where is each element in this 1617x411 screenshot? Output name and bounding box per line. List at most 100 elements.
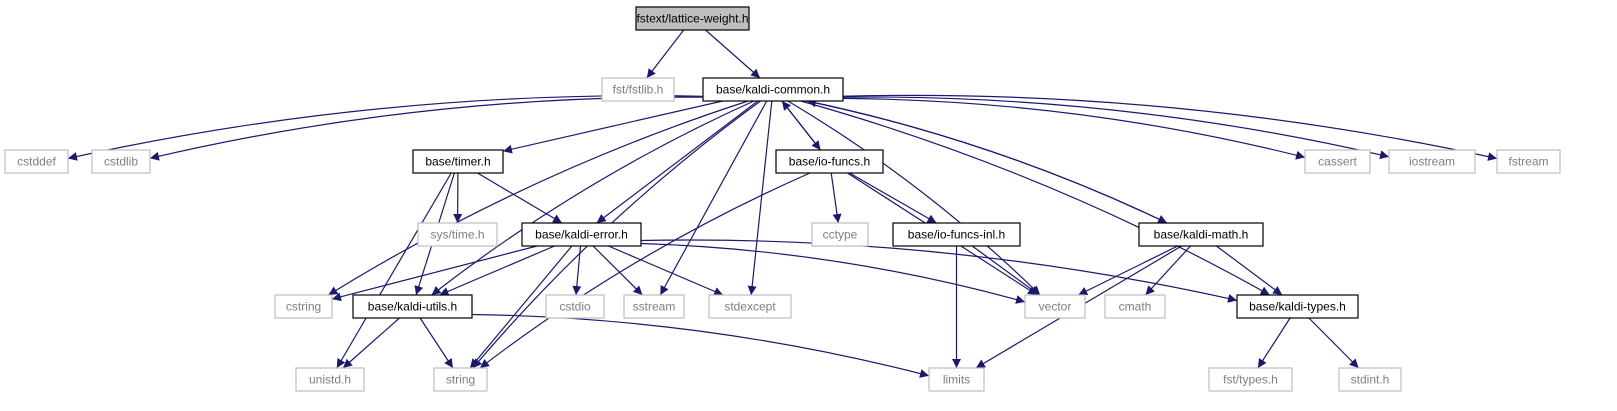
- node-cstddef: cstddef: [4, 149, 69, 174]
- edge-types-to-fsttypes: [1257, 317, 1291, 369]
- node-box: [1024, 294, 1086, 319]
- node-box: [433, 367, 488, 392]
- node-root: fstext/lattice-weight.h: [635, 6, 750, 31]
- node-label: cstring: [286, 300, 321, 314]
- node-label: cstdlib: [104, 155, 138, 169]
- node-label: cmath: [1119, 300, 1152, 314]
- node-box: [91, 149, 151, 174]
- node-box: [1304, 149, 1371, 174]
- edge-error-to-string: [469, 245, 573, 369]
- node-label: cstdio: [559, 300, 591, 314]
- node-label: base/kaldi-types.h: [1249, 300, 1346, 314]
- edge-common-to-cassert: [842, 97, 1306, 160]
- node-label: base/timer.h: [425, 155, 490, 169]
- node-label: string: [446, 373, 475, 387]
- node-stdexcept: stdexcept: [708, 294, 792, 319]
- edge-common-to-timer: [502, 100, 723, 154]
- edge-common-to-utils: [431, 100, 755, 296]
- node-label: stdint.h: [1351, 373, 1390, 387]
- node-box: [295, 367, 365, 392]
- node-box: [412, 149, 504, 174]
- node-fsttypes: fst/types.h: [1208, 367, 1293, 392]
- node-box: [702, 77, 844, 102]
- edge-iofuncs-to-string: [479, 172, 811, 369]
- node-label: fstext/lattice-weight.h: [636, 12, 748, 26]
- node-cstdio: cstdio: [545, 294, 605, 319]
- node-types[interactable]: base/kaldi-types.h: [1236, 294, 1359, 319]
- node-timer[interactable]: base/timer.h: [412, 149, 504, 174]
- node-label: limits: [943, 373, 970, 387]
- node-layer: fstext/lattice-weight.h fst/fstlib.h base/…: [4, 6, 1561, 392]
- node-math[interactable]: base/kaldi-math.h: [1138, 222, 1264, 247]
- node-utils[interactable]: base/kaldi-utils.h: [352, 294, 473, 319]
- node-box: [1236, 294, 1359, 319]
- edge-common-to-sstream: [659, 100, 768, 296]
- node-cstdlib: cstdlib: [91, 149, 151, 174]
- edge-iofuncs-to-common: [781, 100, 821, 151]
- node-box: [1104, 294, 1166, 319]
- node-stdint: stdint.h: [1338, 367, 1402, 392]
- node-box: [352, 294, 473, 319]
- node-box: [417, 222, 498, 247]
- node-label: base/kaldi-common.h: [716, 83, 830, 97]
- node-box: [811, 222, 869, 247]
- edge-math-to-types: [1216, 245, 1283, 296]
- node-common[interactable]: base/kaldi-common.h: [702, 77, 844, 102]
- node-box: [892, 222, 1021, 247]
- node-box: [1208, 367, 1293, 392]
- node-box: [601, 77, 675, 102]
- node-box: [1138, 222, 1264, 247]
- node-label: base/io-funcs-inl.h: [908, 228, 1005, 242]
- node-iofuncsinl[interactable]: base/io-funcs-inl.h: [892, 222, 1021, 247]
- edge-error-to-types: [640, 239, 1238, 303]
- edge-error-to-cstring: [331, 245, 538, 302]
- node-error[interactable]: base/kaldi-error.h: [521, 222, 642, 247]
- node-iofuncs[interactable]: base/io-funcs.h: [775, 149, 884, 174]
- edge-types-to-stdint: [1308, 317, 1360, 369]
- node-iostream: iostream: [1388, 149, 1476, 174]
- edge-timer-to-unistd: [336, 172, 452, 369]
- node-box: [708, 294, 792, 319]
- edge-utils-to-string: [419, 317, 454, 369]
- edge-math-to-cmath: [1145, 245, 1191, 296]
- node-label: cstddef: [17, 155, 56, 169]
- node-label: base/io-funcs.h: [789, 155, 870, 169]
- node-label: sstream: [633, 300, 676, 314]
- node-vector: vector: [1024, 294, 1086, 319]
- node-label: base/kaldi-utils.h: [368, 300, 457, 314]
- edge-utils-to-limits: [471, 313, 930, 378]
- node-label: fst/fstlib.h: [613, 83, 664, 97]
- edge-error-to-utils: [439, 245, 555, 296]
- node-systime: sys/time.h: [417, 222, 498, 247]
- node-label: cassert: [1318, 155, 1357, 169]
- node-label: stdexcept: [724, 300, 776, 314]
- node-cmath: cmath: [1104, 294, 1166, 319]
- node-box: [1338, 367, 1402, 392]
- node-box: [1388, 149, 1476, 174]
- node-label: fst/types.h: [1223, 373, 1278, 387]
- node-box: [1496, 149, 1561, 174]
- node-cassert: cassert: [1304, 149, 1371, 174]
- edge-common-to-vector: [787, 100, 1041, 296]
- node-sstream: sstream: [623, 294, 685, 319]
- node-box: [274, 294, 333, 319]
- node-box: [623, 294, 685, 319]
- node-box: [928, 367, 985, 392]
- node-box: [521, 222, 642, 247]
- node-label: fstream: [1508, 155, 1548, 169]
- node-box: [4, 149, 69, 174]
- node-unistd: unistd.h: [295, 367, 365, 392]
- node-fstlib: fst/fstlib.h: [601, 77, 675, 102]
- edge-common-to-stdexcept: [747, 100, 773, 296]
- edge-common-to-cstring: [328, 100, 749, 296]
- edge-root-to-common: [705, 29, 761, 79]
- node-label: iostream: [1409, 155, 1455, 169]
- edge-utils-to-unistd: [342, 317, 400, 369]
- node-label: base/kaldi-error.h: [535, 228, 628, 242]
- edge-common-to-iostream: [842, 96, 1390, 160]
- edge-common-to-fstream: [842, 94, 1498, 161]
- node-box: [545, 294, 605, 319]
- node-box: [635, 6, 750, 31]
- node-label: cctype: [823, 228, 858, 242]
